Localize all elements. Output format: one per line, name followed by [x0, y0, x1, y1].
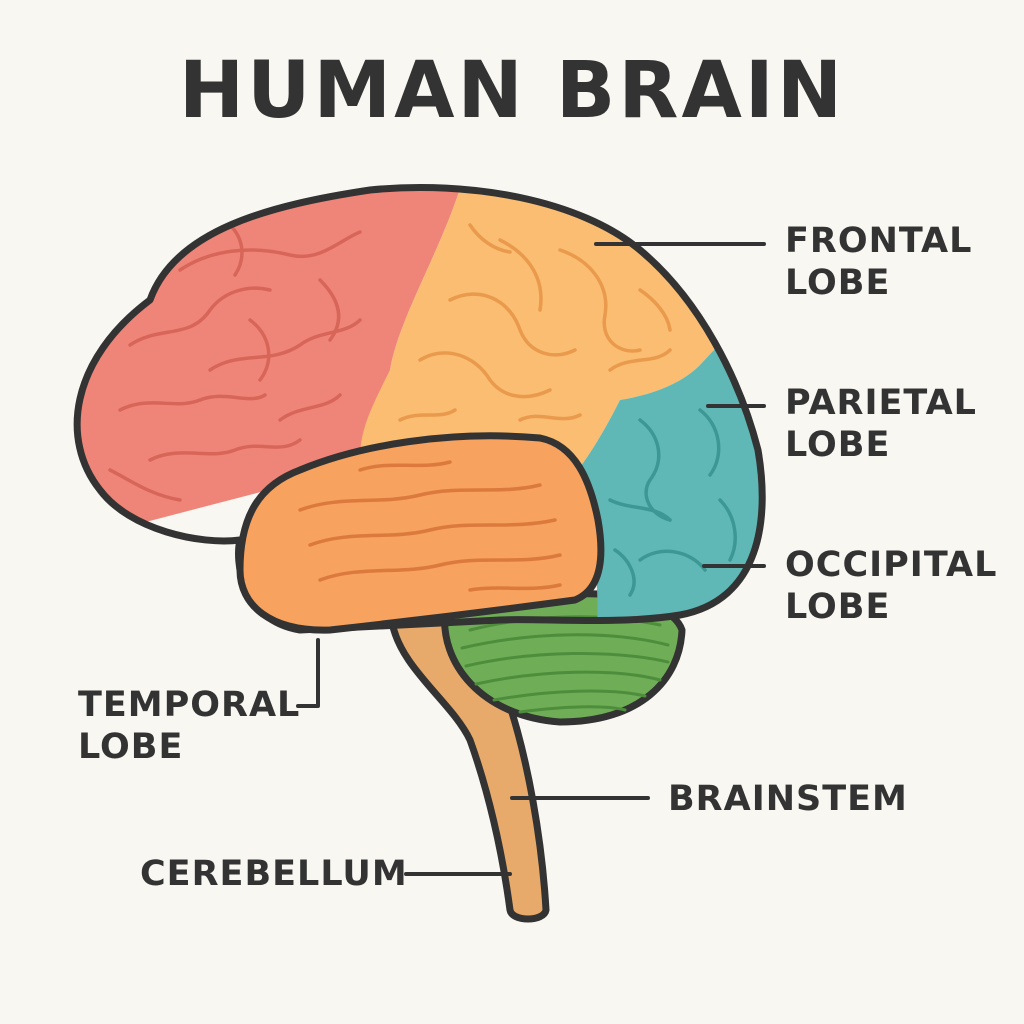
- page-title: HUMAN BRAIN: [178, 46, 846, 136]
- brain-outline: [73, 184, 766, 634]
- temporal-lobe-label-line1: TEMPORAL: [78, 685, 301, 725]
- brainstem-label: BRAINSTEM: [668, 779, 908, 819]
- parietal-lobe-label-line2: LOBE: [785, 425, 891, 465]
- temporal-lobe-label-line2: LOBE: [78, 727, 184, 767]
- cerebellum: [441, 590, 686, 726]
- occipital-lobe-label: OCCIPITAL LOBE: [785, 544, 997, 628]
- parietal-lobe-label-line1: PARIETAL: [785, 383, 977, 423]
- parietal-lobe-label: PARIETAL LOBE: [785, 382, 977, 466]
- frontal-lobe-label: FRONTAL LOBE: [785, 220, 972, 304]
- temporal-lobe-label: TEMPORAL LOBE: [78, 684, 300, 768]
- occipital-lobe-label-line2: LOBE: [785, 587, 891, 627]
- frontal-lobe-label-line2: LOBE: [785, 263, 891, 303]
- parietal-lobe-region: [565, 187, 763, 630]
- occipital-lobe-label-line1: OCCIPITAL: [785, 545, 998, 585]
- temporal-lobe-region: [236, 432, 605, 634]
- temporal-leader-line: [296, 638, 320, 708]
- frontal-lobe-region: [360, 187, 763, 485]
- frontal-lobe-label-line1: FRONTAL: [785, 221, 973, 261]
- cerebellum-label: CEREBELLUM: [140, 854, 408, 894]
